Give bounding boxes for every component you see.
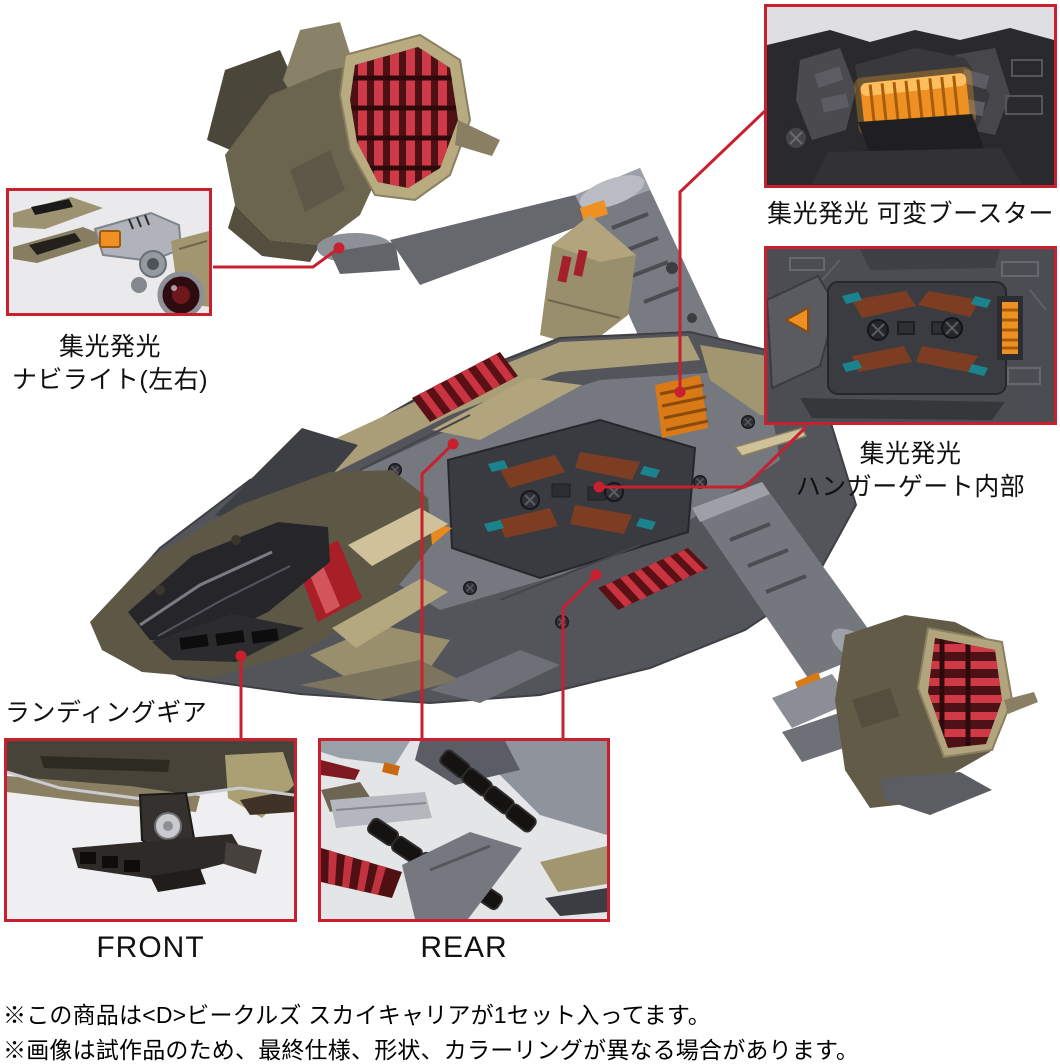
connector-rear-left [420, 442, 455, 741]
nav-light-label-line1: 集光発光 [58, 333, 161, 361]
callout-box-hangar-gate [764, 246, 1057, 425]
callout-box-booster [764, 4, 1057, 188]
connector-dot-front [235, 650, 247, 662]
connector-dot-rear-right [590, 569, 602, 581]
booster-label: 集光発光 可変ブースター [767, 200, 1054, 228]
hangar-gate-detail-photo [767, 249, 1054, 422]
connector-dot-hangar-gate [593, 481, 605, 493]
left-wing-thruster-pod [207, 22, 500, 274]
cockpit-canopy [128, 522, 330, 646]
rear-view-label: REAR [420, 931, 508, 964]
connector-dot-nav-light [333, 242, 345, 254]
hangar-gate-label: 集光発光 ハンガーゲート内部 [764, 438, 1057, 504]
callout-box-front [4, 738, 297, 922]
hangar-gate-label-line2: ハンガーゲート内部 [795, 473, 1026, 501]
nav-light-label: 集光発光 ナビライト(左右) [0, 331, 220, 397]
nav-light-label-line2: ナビライト(左右) [11, 366, 209, 394]
landing-gear-label: ランディングギア [5, 699, 208, 727]
note-line-2: ※画像は試作品のため、最終仕様、形状、カラーリングが異なる場合があります。 [3, 1037, 860, 1063]
connector-dot-rear-left [447, 438, 459, 450]
note-line-1: ※この商品は<D>ビークルズ スカイキャリアが1セット入ってます。 [3, 1002, 711, 1028]
right-wing-thruster-pod [772, 615, 1038, 815]
hangar-gate-label-line1: 集光発光 [859, 440, 962, 468]
callout-box-nav-light [6, 188, 212, 316]
connector-rear-right [561, 573, 598, 741]
front-view-label: FRONT [96, 931, 205, 964]
booster-detail-photo [767, 7, 1054, 185]
connector-dot-booster [674, 386, 686, 398]
callout-box-rear [318, 738, 610, 922]
hangar-gate-panel [446, 418, 697, 580]
tail-fin [540, 215, 636, 348]
front-landing-gear-detail-photo [7, 741, 294, 919]
nav-light-detail-photo [9, 191, 209, 313]
rear-detail-photo [321, 741, 607, 919]
connector-hangar-gate [599, 425, 808, 489]
connector-booster [678, 108, 768, 392]
connector-nav-light [213, 246, 340, 269]
